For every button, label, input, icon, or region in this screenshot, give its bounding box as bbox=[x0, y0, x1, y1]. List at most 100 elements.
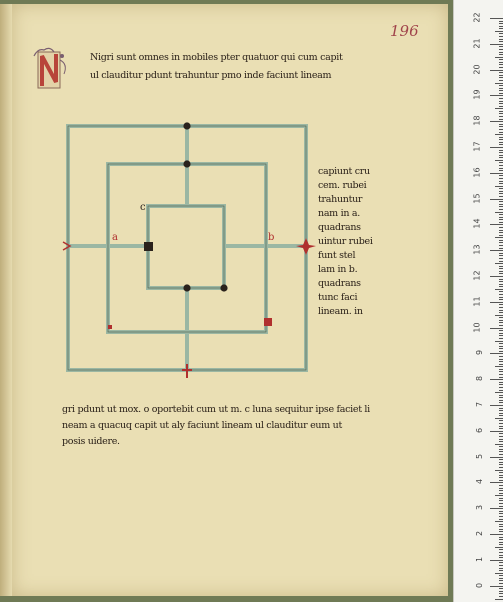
ruler-tick bbox=[499, 157, 503, 159]
ruler-tick bbox=[499, 479, 503, 481]
ruler-tick bbox=[499, 296, 503, 298]
red-cross-icon bbox=[182, 364, 192, 378]
ruler-tick bbox=[499, 583, 503, 585]
ruler-tick bbox=[499, 580, 503, 582]
ruler-tick bbox=[490, 353, 503, 355]
ruler-tick bbox=[495, 82, 503, 84]
ruler-number: 12 bbox=[472, 270, 482, 281]
ruler-tick bbox=[499, 325, 503, 327]
ruler-number: 22 bbox=[472, 12, 482, 23]
ruler-tick bbox=[495, 211, 503, 213]
ruler-tick bbox=[495, 366, 503, 368]
ruler-tick bbox=[499, 183, 503, 185]
ruler-tick bbox=[499, 190, 503, 192]
ruler-tick bbox=[499, 368, 503, 370]
ruler-tick bbox=[499, 577, 503, 579]
ruler-tick bbox=[499, 374, 503, 376]
side-text-line: lineam. in bbox=[318, 306, 363, 317]
manuscript-page bbox=[12, 4, 448, 596]
ruler-tick bbox=[495, 340, 503, 342]
ruler-tick bbox=[499, 322, 503, 324]
ruler-tick bbox=[495, 288, 503, 290]
ruler-tick bbox=[499, 518, 503, 520]
ruler-tick bbox=[499, 165, 503, 167]
ruler-number: 5 bbox=[474, 453, 484, 459]
ruler-tick bbox=[499, 539, 503, 541]
ruler-tick bbox=[495, 314, 503, 316]
ruler-number: 15 bbox=[472, 193, 482, 204]
ruler-tick bbox=[490, 147, 503, 148]
black-square-piece bbox=[144, 242, 153, 251]
ruler-tick bbox=[499, 363, 503, 365]
ruler-tick bbox=[499, 48, 503, 50]
ruler-tick bbox=[499, 588, 503, 590]
ruler-tick bbox=[499, 515, 503, 517]
ruler-number: 21 bbox=[472, 38, 482, 49]
ruler-tick bbox=[499, 201, 503, 203]
ruler-tick bbox=[499, 46, 503, 48]
ruler-number: 0 bbox=[474, 582, 484, 588]
ruler-tick bbox=[499, 407, 503, 409]
ruler-tick bbox=[499, 557, 503, 559]
ruler-tick bbox=[499, 505, 503, 507]
ruler-tick bbox=[499, 381, 503, 383]
ruler-number: 3 bbox=[474, 505, 484, 511]
ruler-tick bbox=[499, 278, 503, 280]
ruler-tick bbox=[499, 38, 503, 40]
ruler-tick bbox=[495, 185, 503, 187]
ruler-tick bbox=[499, 420, 503, 422]
ruler-tick bbox=[490, 534, 503, 535]
ruler-tick bbox=[499, 312, 503, 314]
ruler-tick bbox=[499, 410, 503, 412]
ruler-tick bbox=[499, 332, 503, 334]
ruler-tick bbox=[490, 69, 503, 71]
red-piece bbox=[264, 318, 272, 326]
ruler-tick bbox=[499, 590, 503, 592]
ruler-tick bbox=[499, 425, 503, 427]
ruler-tick bbox=[499, 61, 503, 63]
ruler-tick bbox=[490, 276, 503, 277]
ruler-tick bbox=[499, 87, 503, 89]
side-text-line: quadrans bbox=[318, 278, 361, 289]
ruler-tick bbox=[499, 446, 503, 448]
label-c: c bbox=[140, 202, 146, 213]
ruler-tick bbox=[499, 234, 503, 236]
ruler-number: 14 bbox=[472, 218, 482, 229]
ruler-tick bbox=[499, 593, 503, 595]
ruler-tick bbox=[499, 252, 503, 254]
ruler-tick bbox=[499, 128, 503, 130]
ruler-tick bbox=[499, 386, 503, 388]
ruler-tick bbox=[499, 466, 503, 468]
ruler-tick bbox=[499, 113, 503, 115]
black-piece bbox=[183, 122, 191, 130]
ruler-tick bbox=[499, 526, 503, 528]
ruler-tick bbox=[499, 131, 503, 133]
ruler-tick bbox=[499, 167, 503, 169]
ruler-tick bbox=[499, 268, 503, 270]
ruler-tick bbox=[499, 216, 503, 218]
ruler-tick bbox=[495, 521, 503, 523]
ruler-tick bbox=[495, 263, 503, 265]
ruler-tick bbox=[490, 121, 503, 123]
ruler-tick bbox=[499, 549, 503, 551]
ruler-number: 11 bbox=[472, 296, 482, 307]
ruler-tick bbox=[499, 270, 503, 272]
ruler-tick bbox=[499, 503, 503, 505]
ruler-tick bbox=[499, 257, 503, 259]
side-text-line: cem. rubei bbox=[318, 180, 367, 191]
ruler-tick bbox=[495, 30, 503, 32]
ruler-tick bbox=[499, 343, 503, 345]
ruler-tick bbox=[499, 376, 503, 378]
ruler-number: 2 bbox=[474, 530, 484, 537]
red-piece bbox=[108, 325, 112, 329]
side-text-line: nam in a. bbox=[318, 208, 360, 219]
ruler-tick bbox=[499, 177, 503, 179]
ruler-tick bbox=[499, 77, 503, 79]
ruler-tick bbox=[499, 330, 503, 332]
ruler-tick bbox=[499, 136, 503, 138]
ruler-tick bbox=[499, 79, 503, 81]
ruler-tick bbox=[499, 335, 503, 337]
ruler-tick bbox=[499, 477, 503, 479]
ruler-tick bbox=[499, 229, 503, 231]
ruler-tick bbox=[499, 239, 503, 241]
